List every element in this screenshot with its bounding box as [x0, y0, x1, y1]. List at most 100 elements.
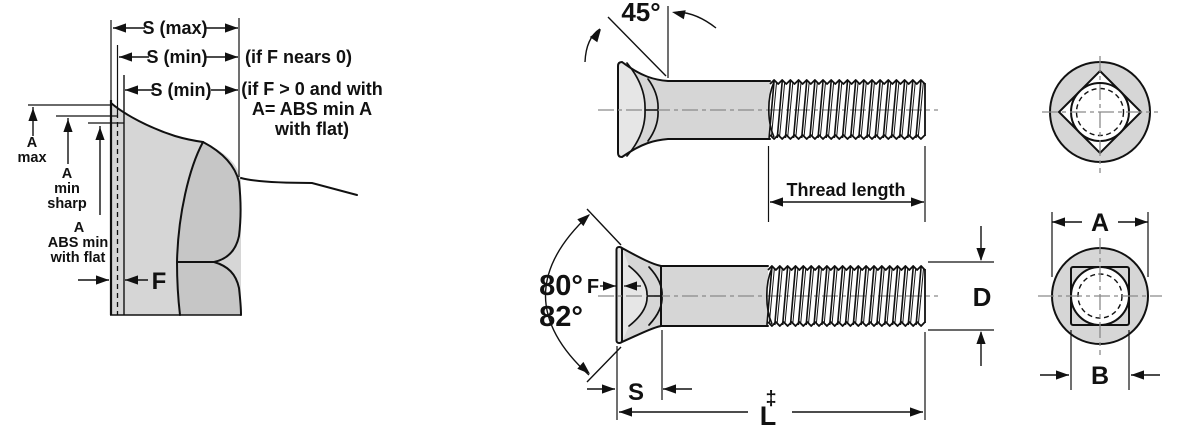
arrowhead	[603, 281, 616, 291]
head-detail-outer-arc	[202, 141, 242, 263]
top-bolt-thread-flank	[849, 80, 857, 139]
dim-angle-80-label: 80°	[539, 270, 583, 302]
bottom-bolt-thread-flank	[910, 268, 917, 324]
bottom-bolt-thread-flank	[902, 268, 909, 324]
bottom-bolt-thread-flank	[915, 266, 922, 326]
bottom-bolt-thread-runout	[765, 267, 773, 325]
top-bolt-thread-flank	[893, 82, 900, 137]
arrowhead	[663, 384, 676, 394]
bearing-surface-line	[240, 177, 358, 196]
arrowhead	[1056, 370, 1069, 380]
bottom-bolt-thread-flank	[883, 266, 891, 326]
bottom-bolt-thread-flank	[797, 266, 805, 326]
dim-a-min-sharp-label-1: A	[62, 166, 73, 182]
top-bolt-thread-flank	[768, 80, 775, 139]
top-bolt-thread-flank	[817, 80, 824, 139]
arrowhead	[225, 52, 238, 62]
labels: S (max) S (min) S (min) (if F nears 0) (…	[17, 0, 1109, 429]
angle-45-arc-left	[584, 28, 601, 63]
top-bolt-thread-flank	[909, 82, 916, 137]
arrowhead	[113, 23, 126, 33]
top-bolt-thread-flank	[844, 82, 851, 137]
top-bolt-thread-flank	[803, 82, 810, 137]
arrowhead	[976, 331, 986, 344]
top-bolt-thread-flank	[915, 80, 922, 139]
arrowhead	[28, 108, 38, 121]
arrowhead	[119, 52, 132, 62]
bottom-bolt-thread-flank	[899, 266, 907, 326]
dim-angle-82-label: 82°	[539, 301, 583, 333]
bottom-bolt-thread-flank	[863, 268, 870, 324]
arrowhead	[672, 10, 686, 20]
bottom-bolt-thread-flank	[878, 268, 885, 324]
arrowhead	[910, 407, 923, 417]
arrowhead	[225, 23, 238, 33]
bottom-bolt-thread-flank	[784, 268, 791, 324]
bottom-bolt-thread-flank	[894, 268, 901, 324]
head-detail-inner-arc	[176, 141, 204, 263]
top-bolt-thread-flank	[795, 82, 802, 137]
dim-a-min-sharp-label-2: min	[54, 181, 80, 197]
dim-a-max-label-2: max	[17, 150, 46, 166]
bolt-side-view-80-82	[544, 214, 769, 376]
dim-a-min-sharp-label-3: sharp	[47, 196, 87, 212]
arrowhead	[589, 29, 601, 43]
bottom-bolt-head-flat	[615, 246, 623, 344]
bottom-bolt-thread-flank	[766, 266, 773, 326]
top-bolt-thread-flank	[800, 80, 808, 139]
bottom-bolt-thread-flank	[868, 266, 875, 326]
bottom-bolt-body	[622, 248, 768, 342]
bottom-bolt-thread-flank	[891, 266, 899, 326]
top-bolt-thread-flank	[841, 80, 849, 139]
bottom-bolt-thread-flank	[792, 268, 799, 324]
dim-b-label: B	[1091, 362, 1109, 390]
bottom-bolt-thread-crest-top	[767, 265, 926, 271]
bottom-bolt-thread-flank	[768, 268, 775, 324]
note-if-f-gt-0-line-2: A= ABS min A	[252, 99, 372, 119]
top-bolt-thread-flank	[868, 82, 875, 137]
dimension-line	[586, 208, 622, 246]
top-bolt-thread-flank	[779, 82, 786, 137]
bottom-bolt-thread-flank	[886, 268, 893, 324]
note-if-f-nears-0: (if F nears 0)	[245, 47, 352, 67]
top-bolt-thread-flank	[860, 82, 867, 137]
dim-thread-length-label: Thread length	[786, 180, 905, 200]
dim-s-min-label-2: S (min)	[151, 80, 212, 100]
bottom-bolt-thread-flank	[852, 266, 860, 326]
bottom-bolt-thread-flank	[844, 266, 852, 326]
arrowhead	[225, 85, 238, 95]
arrowhead	[911, 197, 924, 207]
angle-80-82-arc	[544, 214, 590, 376]
top-bolt-thread-flank	[825, 80, 832, 139]
bottom-bolt-thread-flank	[823, 268, 830, 324]
arrowhead	[1135, 217, 1148, 227]
top-bolt-thread-flank	[858, 80, 865, 139]
dimension-line	[586, 346, 622, 383]
top-bolt-thread-flank	[770, 82, 777, 137]
dim-a-abs-min-label-2: ABS min	[48, 235, 108, 251]
bottom-bolt-thread-flank	[847, 268, 854, 324]
head-detail-cone-face-upper	[177, 142, 241, 262]
dim-f-label: F	[587, 276, 599, 298]
head-detail-crown-outline	[110, 102, 204, 143]
arrowhead	[577, 214, 590, 227]
bottom-bolt-thread-flank	[876, 266, 883, 326]
arrowhead	[619, 407, 632, 417]
top-bolt-thread-flank	[882, 80, 890, 139]
dim-a-label: A	[1091, 209, 1109, 237]
bottom-bolt-thread-flank	[870, 268, 877, 324]
bottom-bolt-thread-flank	[789, 266, 797, 326]
bottom-bolt-thread-flank	[776, 268, 783, 324]
note-if-f-gt-0-line-3: with flat)	[274, 119, 349, 139]
head-detail-outer-arc-lower	[213, 261, 242, 316]
arrowhead	[95, 127, 105, 140]
dim-s-label: S	[628, 379, 644, 406]
arrowhead	[1131, 370, 1144, 380]
bottom-bolt-thread-flank	[836, 266, 844, 326]
head-detail-inner-arc-lower	[176, 261, 181, 316]
arrowhead	[63, 119, 73, 132]
top-bolt-thread-runout	[767, 81, 775, 138]
top-bolt-thread-flank	[836, 82, 843, 137]
top-bolt-thread-flank	[885, 82, 892, 137]
bottom-bolt-thread-crest-bottom	[767, 321, 926, 327]
